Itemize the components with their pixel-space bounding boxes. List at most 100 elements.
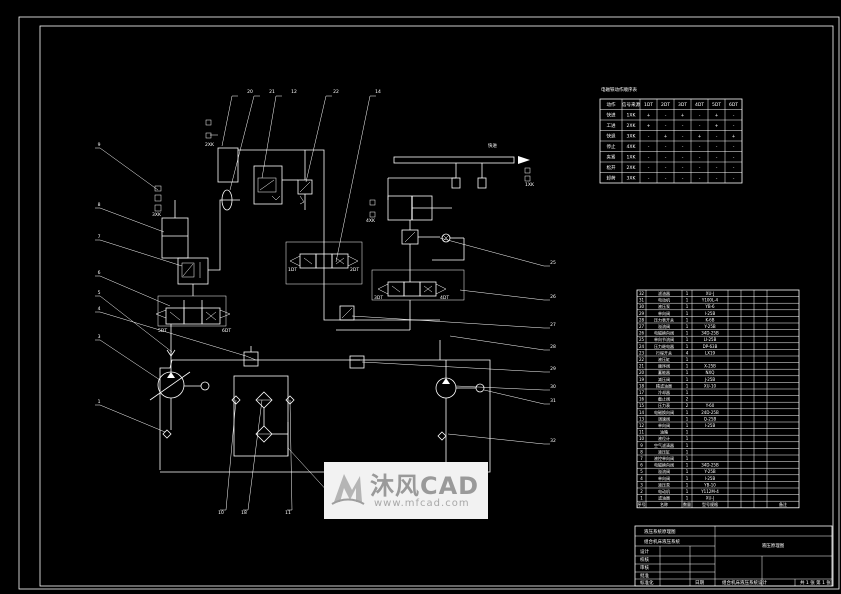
parts-cell: 截止阀 [658, 396, 670, 402]
parts-header-cell: 名称 [660, 501, 668, 507]
pilot-check-7-icon [177, 257, 209, 285]
callout-1: 1 [98, 399, 101, 405]
parts-cell: 10 [639, 436, 645, 441]
action-table-cell: - [665, 145, 667, 150]
parts-cell: 25 [639, 337, 645, 342]
parts-cell: I-25B [705, 423, 716, 428]
parts-cell: 压力表开关 [654, 316, 674, 322]
callout-27: 27 [550, 322, 556, 328]
parts-cell: DP-63B [703, 344, 718, 349]
arrow-label: 快进 [488, 142, 497, 149]
action-table-cell: 1XK [627, 155, 637, 161]
parts-header-cell: 备注 [779, 501, 787, 507]
action-table-cell: 1XK [627, 113, 637, 119]
parts-cell: 34D-25B [701, 331, 719, 336]
parts-cell: 1 [686, 489, 689, 494]
callout-8: 8 [98, 202, 101, 208]
parts-cell: 1 [686, 304, 689, 309]
action-table-header: 6DT [729, 102, 738, 108]
action-table-header: 4DT [695, 102, 704, 108]
school-name: 液压系统原理图 [644, 528, 676, 535]
parts-cell: 24D-25B [701, 410, 719, 415]
callout-7: 7 [98, 234, 101, 240]
parts-cell: 液位计 [658, 435, 670, 441]
parts-cell: 电磁换向阀 [654, 330, 674, 336]
check-valve-29-icon [349, 355, 365, 369]
action-table-cell: 快进 [607, 112, 616, 119]
parts-cell: 1 [686, 423, 689, 428]
parts-cell: 16 [639, 397, 645, 402]
action-table-header: 5DT [712, 102, 721, 108]
parts-cell: I-25B [705, 311, 716, 316]
parts-cell: 1 [640, 496, 643, 501]
parts-cell: 调速阀 [658, 415, 670, 421]
action-table-cell: - [665, 177, 667, 182]
callout-26: 26 [550, 294, 556, 300]
parts-cell: K-6B [706, 317, 715, 322]
parts-cell: 1 [686, 476, 689, 481]
action-table-cell: 松开 [607, 164, 616, 171]
sensor-label-d: 4XK [366, 218, 376, 224]
action-table-cell: - [733, 145, 735, 150]
parts-cell: 2 [686, 397, 689, 402]
parts-cell: 电磁换向阀 [654, 409, 674, 415]
parts-cell: 液压泵 [658, 481, 670, 487]
parts-header-cell: 型号规格 [702, 501, 718, 507]
action-table-cell: + [715, 113, 719, 119]
callout-11: 11 [285, 510, 291, 516]
field-design: 设计 [640, 548, 649, 555]
accumulator-box [217, 147, 239, 183]
parts-cell: 1 [686, 311, 689, 316]
action-table-cell: - [648, 145, 650, 150]
field-review: 审核 [640, 564, 649, 571]
action-table-cell: + [647, 113, 651, 119]
valve-label-2: 2DT [350, 267, 359, 273]
parts-cell: Y-60 [705, 403, 715, 408]
work-table [393, 156, 515, 164]
parts-cell: 单向节流阀 [654, 336, 674, 342]
parts-cell: 24 [639, 344, 645, 349]
action-table-cell: - [733, 156, 735, 161]
mfcad-logo-icon [331, 474, 365, 505]
drawing-name: 液压原理图 [762, 542, 785, 549]
motor-2-icon [200, 381, 210, 391]
parts-cell: 电磁换向阀 [654, 462, 674, 468]
title-block: 液压系统原理图 组合机床液压系统 液压原理图 设计 校核 审核 批准 标准化 日… [634, 525, 833, 587]
field-approve: 批准 [640, 572, 649, 579]
parts-cell: XU-J [706, 291, 715, 296]
watermark: 沐风CAD www.mfcad.com [324, 462, 488, 519]
parts-cell: 1 [686, 357, 689, 362]
parts-cell: 18 [639, 383, 645, 388]
callout-21: 21 [269, 89, 275, 95]
action-table-cell: + [647, 123, 651, 129]
right-circuit [369, 156, 531, 472]
parts-cell: 1 [686, 469, 689, 474]
parts-cell: 1 [686, 482, 689, 487]
parts-cell: 滤油器 [658, 495, 670, 501]
callout-3: 3 [98, 334, 101, 340]
parts-cell: 11 [639, 430, 645, 435]
action-table-cell: - [733, 114, 735, 119]
parts-cell: Y-25B [703, 324, 716, 329]
callout-28: 28 [550, 344, 556, 350]
action-table-cell: - [716, 177, 718, 182]
action-table-cell: + [715, 123, 719, 129]
parts-cell: LI-25B [704, 337, 717, 342]
component-labels: 快进 1XK 2XK 3XK 4XK 1DT 2DT 3DT 4DT 5DT 6… [152, 142, 535, 334]
parts-cell: Y100L-4 [701, 298, 719, 303]
outer-frame [18, 16, 840, 590]
field-date: 日期 [695, 580, 704, 586]
field-check: 校核 [640, 556, 649, 563]
parts-cell: 液压泵 [658, 303, 670, 309]
parts-cell: 12 [639, 423, 645, 428]
parts-cell: 7 [640, 456, 643, 461]
action-table-header: 1DT [644, 102, 653, 108]
parts-cell: 液压缸 [658, 448, 670, 454]
parts-cell: 34D-25B [701, 463, 719, 468]
subtitle: 组合机床液压系统 [644, 538, 680, 545]
action-table-cell: 3XK [627, 134, 637, 140]
parts-cell: 30 [639, 304, 645, 309]
parts-cell: 29 [639, 311, 645, 316]
